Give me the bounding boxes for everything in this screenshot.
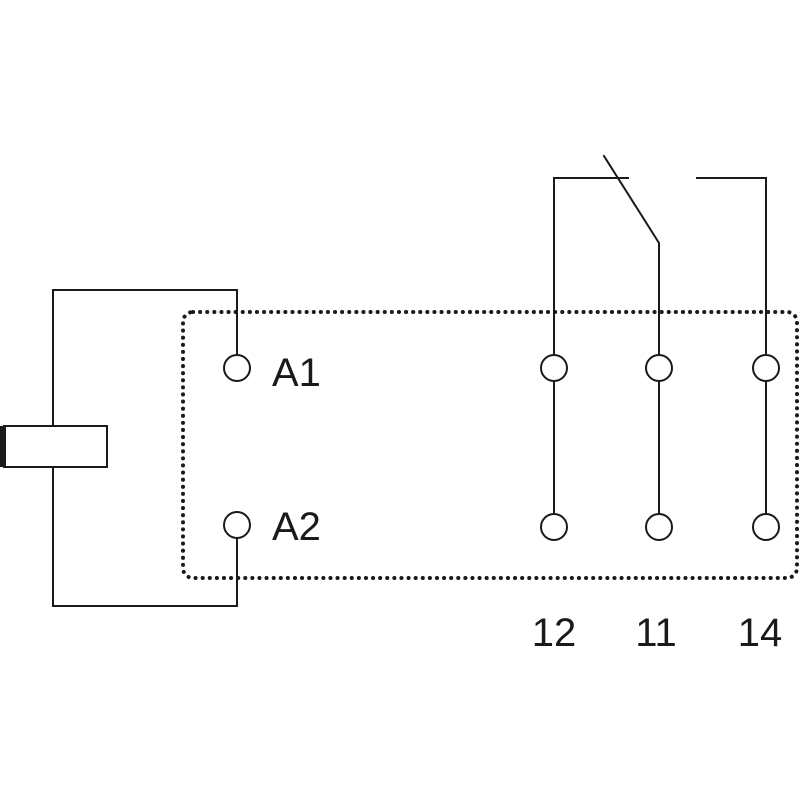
terminal-11-top bbox=[645, 354, 673, 382]
terminal-a2 bbox=[223, 511, 251, 539]
coil-bottom-wire bbox=[52, 466, 238, 607]
relay-housing-boundary bbox=[181, 310, 799, 580]
contact-12-wire bbox=[553, 177, 629, 354]
terminal-14-top bbox=[752, 354, 780, 382]
label-11: 11 bbox=[635, 611, 677, 655]
terminal-14-bottom bbox=[752, 513, 780, 541]
label-a2: A2 bbox=[272, 505, 321, 549]
terminal-points bbox=[223, 354, 780, 541]
label-12: 12 bbox=[532, 611, 577, 655]
coil-circuit bbox=[0, 289, 238, 607]
terminal-12-bottom bbox=[540, 513, 568, 541]
terminal-a1 bbox=[223, 354, 251, 382]
switch-blade bbox=[602, 154, 660, 354]
label-a1: A1 bbox=[272, 351, 321, 395]
contact-14-wire bbox=[696, 177, 767, 354]
label-14: 14 bbox=[738, 611, 783, 655]
terminal-12-top bbox=[540, 354, 568, 382]
coil-symbol bbox=[3, 425, 108, 468]
coil-top-wire bbox=[52, 289, 238, 427]
contact-circuit bbox=[553, 154, 767, 514]
terminal-11-bottom bbox=[645, 513, 673, 541]
coil-symbol-bar bbox=[0, 426, 6, 467]
